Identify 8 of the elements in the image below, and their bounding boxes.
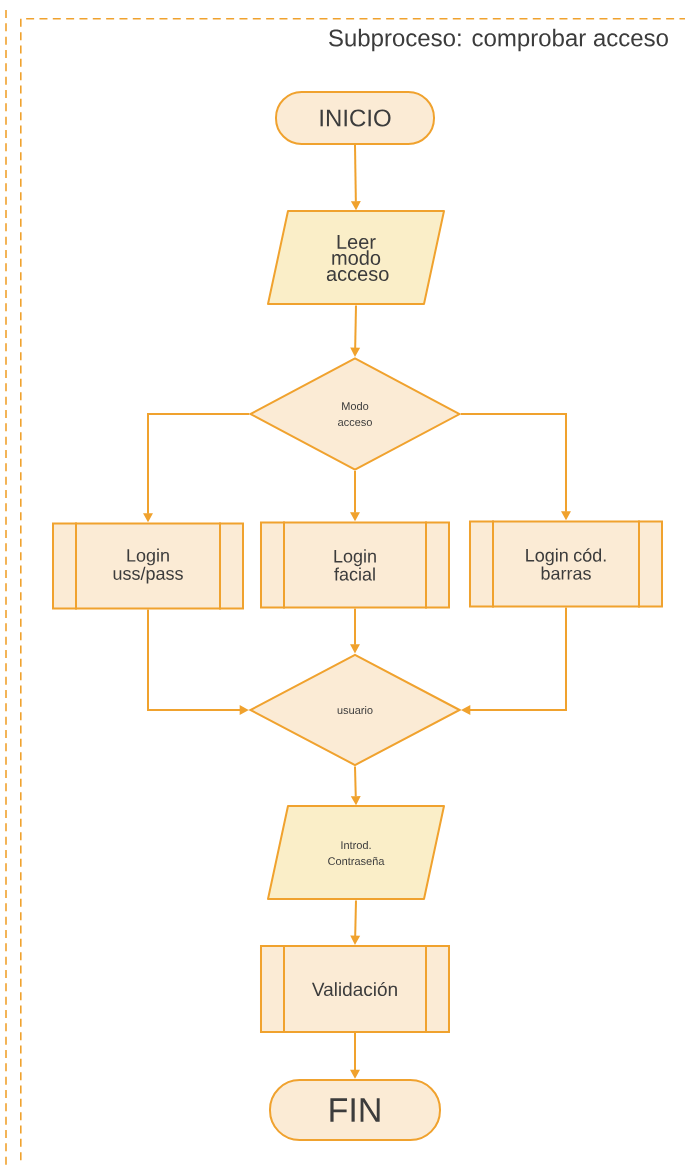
- subprocess-box: Validación: [260, 944, 450, 1034]
- terminator-box: FIN: [269, 1079, 441, 1141]
- terminator-box: INICIO: [275, 91, 435, 145]
- input-parallelogram: Leer modo acceso: [267, 210, 445, 305]
- subprocess-box: Login uss/pass: [52, 521, 244, 611]
- subprocess-box: Login cód. barras: [469, 519, 663, 609]
- subprocess-box: Login facial: [260, 520, 450, 610]
- input-parallelogram: Introd. Contraseña: [267, 805, 445, 900]
